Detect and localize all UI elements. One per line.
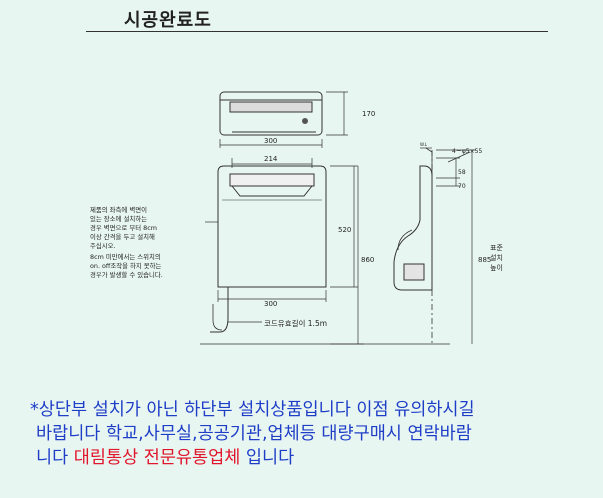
dim-side-total: 885 xyxy=(478,256,491,264)
title-underline xyxy=(86,31,548,32)
dim-top-width: 300 xyxy=(264,137,277,145)
side-note-line: 경우가 발생할 수 있습니다. xyxy=(90,270,163,279)
notice-line-3-prefix: 니다 xyxy=(36,448,74,468)
standard-height-line1: 표준 xyxy=(490,244,503,252)
wl-label: W.L xyxy=(420,142,428,147)
side-view xyxy=(393,147,433,291)
front-view xyxy=(217,165,327,288)
dim-side-top: 58 xyxy=(458,169,466,176)
side-note-line: on. off조작을 하지 못하는 xyxy=(90,261,162,270)
dim-hole-spec: 4－φ5×55 xyxy=(452,148,482,155)
notice-line-3: 니다 대림통상 전문유통업체 입니다 xyxy=(30,446,590,470)
side-note-line: 주십시오. xyxy=(90,241,116,250)
dim-bottom-width: 300 xyxy=(264,300,277,308)
dim-side-70: 70 xyxy=(458,183,466,190)
notice-line-1: *상단부 설치가 아닌 하단부 설치상품입니다 이점 유의하시길 xyxy=(30,400,475,420)
notice-line-2: 바랍니다 학교,사무실,공공기관,업체등 대량구매시 연락바람 xyxy=(36,424,472,444)
standard-height-line3: 높이 xyxy=(490,263,503,272)
distributor-highlight: 대림통상 전문유통업체 xyxy=(73,448,241,468)
side-note-line: 8cm 미만에서는 스위치의 xyxy=(90,252,161,261)
cord-length-label: 코드유효길이 1.5m xyxy=(264,318,327,328)
side-note: 제품의 좌측에 벽면이 있는 장소에 설치하는 경우 벽면으로 부터 8cm 이… xyxy=(90,205,163,279)
dim-inner-width: 214 xyxy=(264,155,278,163)
installation-notice: *상단부 설치가 아닌 하단부 설치상품입니다 이점 유의하시길 바랍니다 학교… xyxy=(30,398,590,470)
notice-line-3-suffix: 입니다 xyxy=(240,448,295,468)
dim-body-height: 520 xyxy=(338,226,351,234)
page-title: 시공완료도 xyxy=(124,10,212,31)
standard-height-line2: 설치 xyxy=(490,253,503,262)
dim-total-height: 860 xyxy=(361,256,374,264)
dim-top-height: 170 xyxy=(362,110,375,118)
top-view xyxy=(219,91,323,136)
side-note-line: 경우 벽면으로 부터 8cm xyxy=(90,223,157,232)
side-note-line: 있는 장소에 설치하는 xyxy=(90,214,147,223)
side-note-line: 이상 간격을 두고 설치해 xyxy=(90,232,155,241)
side-note-line: 제품의 좌측에 벽면이 xyxy=(90,205,147,214)
